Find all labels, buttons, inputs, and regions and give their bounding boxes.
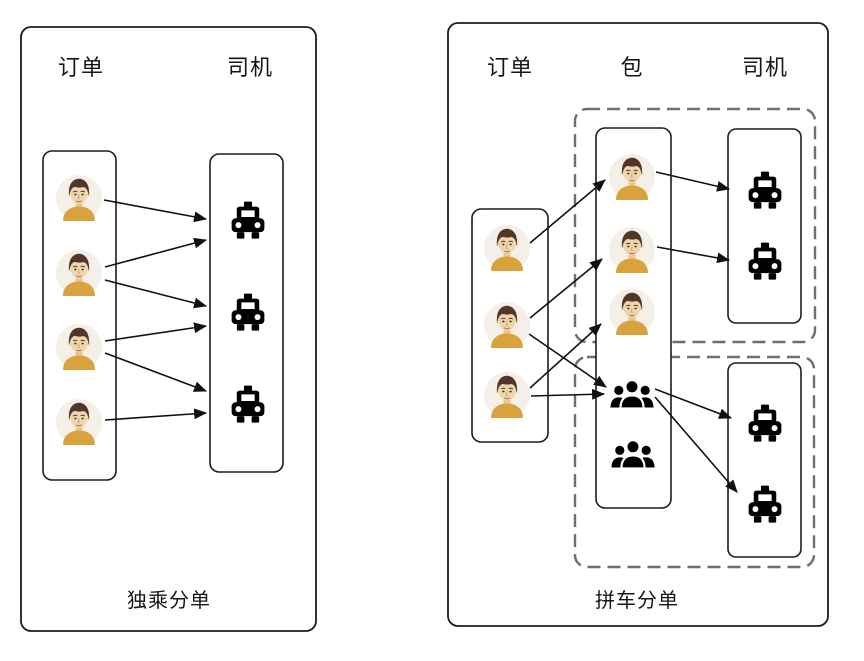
panel-caption: 拼车分单 [595,589,679,612]
match-arrow [104,237,208,268]
match-arrow [656,246,731,264]
solo-drivers-box [727,128,802,324]
passenger-avatar-icon [609,227,655,273]
match-arrow [104,408,208,421]
passenger-avatar-icon [56,250,102,296]
package-to-driver-arrows [654,171,738,493]
orders-box [42,150,117,481]
match-arrow [654,388,733,419]
match-arrows [103,199,208,421]
match-arrow [103,199,208,223]
match-arrow [655,171,731,192]
column-header-drivers: 司机 [227,55,273,80]
match-arrow [654,396,738,493]
column-header-orders: 订单 [487,55,533,80]
carpool-dispatch-panel: 订单 包 司机 [447,22,829,627]
match-arrow [530,388,606,400]
passenger-avatar-icon [56,399,102,445]
match-arrow [104,279,208,309]
solo-group-dashed-frame [573,107,817,344]
column-header-drivers: 司机 [742,55,788,80]
passenger-avatar-icon [609,289,655,335]
column-header-orders: 订单 [58,55,104,80]
match-arrow [104,322,208,342]
solo-dispatch-panel: 订单 司机 独乘分单 [20,26,317,632]
passenger-avatar-icon [484,302,530,348]
pool-drivers-box [727,362,802,558]
match-arrow [529,179,606,244]
panel-caption: 独乘分单 [127,589,211,612]
passenger-avatar-icon [484,372,530,418]
passenger-avatar-icon [609,154,655,200]
passenger-avatar-icon [56,175,102,221]
match-arrow [528,333,607,388]
passenger-avatar-icon [484,225,530,271]
match-arrow [104,352,208,392]
order-to-package-arrows [528,179,607,400]
column-header-packages: 包 [620,55,643,80]
passenger-avatar-icon [56,324,102,370]
pool-group-dashed-frame [573,355,816,569]
match-arrow [529,258,603,319]
match-arrow [529,323,602,389]
